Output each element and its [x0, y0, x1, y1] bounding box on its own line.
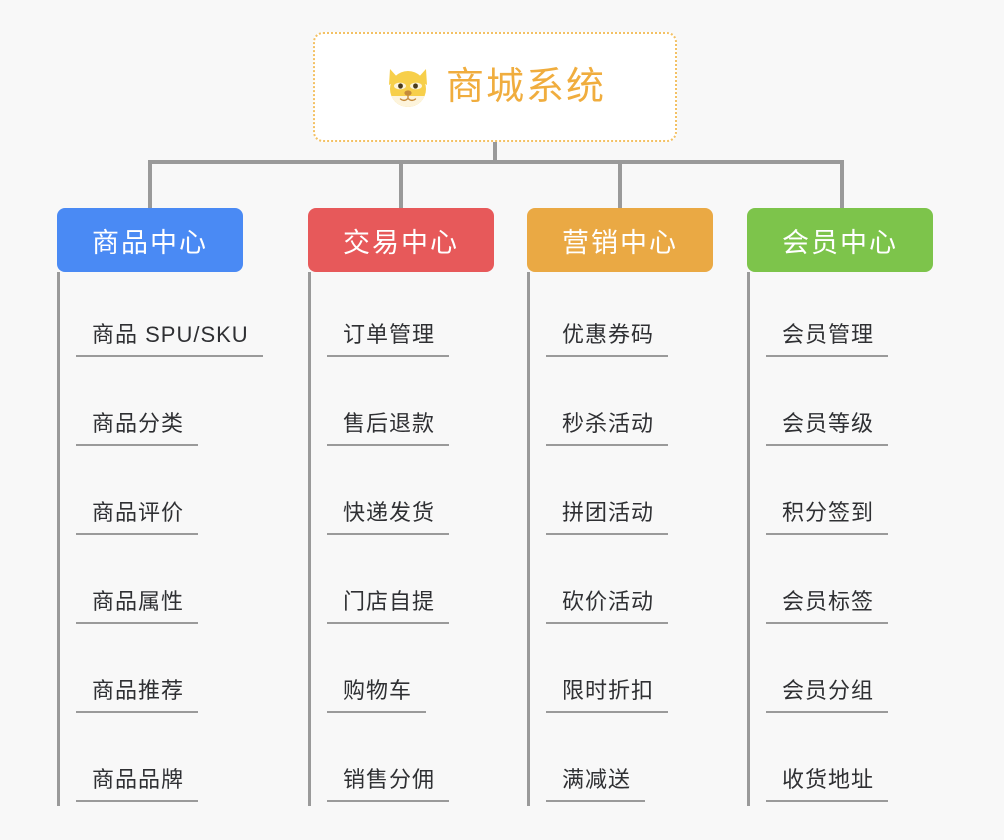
leaf-label: 商品分类 [76, 406, 199, 446]
root-node[interactable]: 商城系统 [313, 32, 677, 142]
leaf-label: 售后退款 [327, 406, 450, 446]
drop-connector-4 [840, 160, 844, 210]
drop-connector-2 [399, 160, 403, 210]
category-title-3: 营销中心 [562, 227, 678, 258]
leaf-label: 商品推荐 [76, 673, 199, 713]
root-title: 商城系统 [445, 66, 606, 108]
category-column-4: 会员中心 会员管理 会员等级 积分签到 会员标签 会员分组 收货地址 [747, 208, 933, 806]
drop-connector-1 [148, 160, 152, 210]
list-item[interactable]: 满减送 [546, 717, 713, 806]
list-item[interactable]: 拼团活动 [546, 450, 713, 539]
category-column-2: 交易中心 订单管理 售后退款 快递发货 门店自提 购物车 销售分佣 [308, 208, 494, 806]
leaf-label: 优惠券码 [546, 317, 669, 357]
leaf-label: 会员等级 [766, 406, 889, 446]
list-item[interactable]: 商品 SPU/SKU [76, 272, 263, 361]
list-item[interactable]: 砍价活动 [546, 539, 713, 628]
drop-connector-3 [618, 160, 622, 210]
list-item[interactable]: 会员分组 [766, 628, 933, 717]
list-item[interactable]: 商品推荐 [76, 628, 243, 717]
list-item[interactable]: 秒杀活动 [546, 361, 713, 450]
category-column-1: 商品中心 商品 SPU/SKU 商品分类 商品评价 商品属性 商品推荐 商品品牌 [57, 208, 263, 806]
leaf-label: 限时折扣 [546, 673, 669, 713]
leaf-label: 拼团活动 [546, 495, 669, 535]
list-item[interactable]: 会员等级 [766, 361, 933, 450]
category-column-3: 营销中心 优惠券码 秒杀活动 拼团活动 砍价活动 限时折扣 满减送 [527, 208, 713, 806]
leaf-label: 商品属性 [76, 584, 199, 624]
horizontal-bus-connector [148, 160, 844, 164]
list-item[interactable]: 商品品牌 [76, 717, 243, 806]
leaf-label: 门店自提 [327, 584, 450, 624]
leaf-label: 购物车 [327, 673, 427, 713]
leaf-label: 商品品牌 [76, 762, 199, 802]
leaf-label: 砍价活动 [546, 584, 669, 624]
leaf-label: 会员分组 [766, 673, 889, 713]
leaf-label: 订单管理 [327, 317, 450, 357]
leaf-label: 秒杀活动 [546, 406, 669, 446]
category-header-4[interactable]: 会员中心 [747, 208, 933, 272]
leaf-list-3: 优惠券码 秒杀活动 拼团活动 砍价活动 限时折扣 满减送 [527, 272, 713, 806]
leaf-label: 商品评价 [76, 495, 199, 535]
list-item[interactable]: 销售分佣 [327, 717, 494, 806]
list-item[interactable]: 积分签到 [766, 450, 933, 539]
list-item[interactable]: 会员标签 [766, 539, 933, 628]
list-item[interactable]: 商品分类 [76, 361, 243, 450]
leaf-list-1: 商品 SPU/SKU 商品分类 商品评价 商品属性 商品推荐 商品品牌 [57, 272, 263, 806]
leaf-label: 收货地址 [766, 762, 889, 802]
leaf-list-2: 订单管理 售后退款 快递发货 门店自提 购物车 销售分佣 [308, 272, 494, 806]
list-item[interactable]: 收货地址 [766, 717, 933, 806]
list-item[interactable]: 限时折扣 [546, 628, 713, 717]
leaf-label: 商品 SPU/SKU [76, 317, 263, 357]
category-header-3[interactable]: 营销中心 [527, 208, 713, 272]
list-item[interactable]: 购物车 [327, 628, 494, 717]
category-header-2[interactable]: 交易中心 [308, 208, 494, 272]
leaf-label: 快递发货 [327, 495, 450, 535]
category-title-2: 交易中心 [343, 227, 459, 258]
leaf-label: 满减送 [546, 762, 646, 802]
leaf-label: 会员管理 [766, 317, 889, 357]
list-item[interactable]: 优惠券码 [546, 272, 713, 361]
list-item[interactable]: 快递发货 [327, 450, 494, 539]
leaf-label: 积分签到 [766, 495, 889, 535]
category-title-4: 会员中心 [782, 227, 898, 258]
leaf-label: 会员标签 [766, 584, 889, 624]
list-item[interactable]: 商品评价 [76, 450, 243, 539]
list-item[interactable]: 售后退款 [327, 361, 494, 450]
leaf-list-4: 会员管理 会员等级 积分签到 会员标签 会员分组 收货地址 [747, 272, 933, 806]
root-stem-connector [493, 142, 497, 164]
list-item[interactable]: 订单管理 [327, 272, 494, 361]
category-header-1[interactable]: 商品中心 [57, 208, 243, 272]
category-title-1: 商品中心 [92, 227, 208, 258]
leaf-label: 销售分佣 [327, 762, 450, 802]
list-item[interactable]: 门店自提 [327, 539, 494, 628]
list-item[interactable]: 会员管理 [766, 272, 933, 361]
shiba-dog-icon [384, 65, 432, 109]
list-item[interactable]: 商品属性 [76, 539, 243, 628]
